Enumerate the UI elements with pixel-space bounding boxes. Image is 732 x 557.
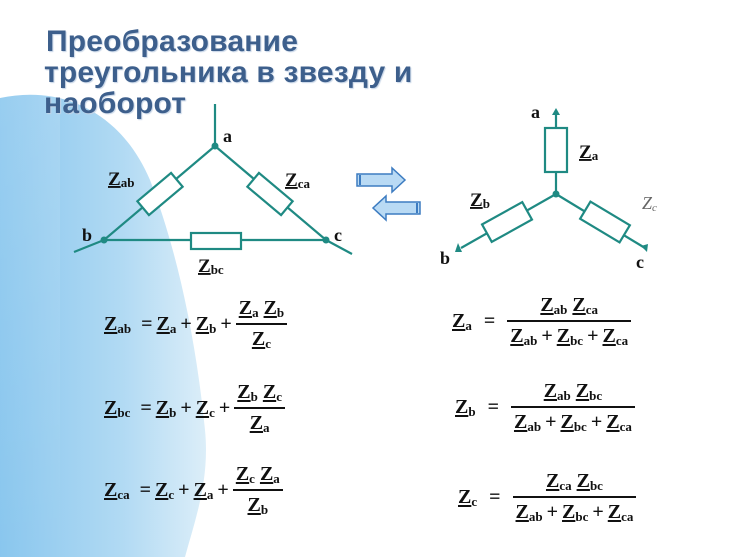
fraction: Zc Za Zb: [232, 463, 283, 518]
term: Zb: [155, 396, 177, 420]
page-title: Преобразование треугольника в звезду и н…: [44, 26, 413, 119]
term: Zc: [195, 396, 215, 420]
formula-lhs: Za: [452, 309, 472, 333]
star-circuit: [460, 113, 646, 249]
term: Za: [193, 478, 214, 502]
equals-sign: =: [483, 310, 496, 332]
formula-zb: Zb = Zab Zbc Zab+Zbc+Zca: [455, 380, 635, 435]
resistor-zab: [135, 171, 185, 217]
title-line-2: треугольника в звезду и: [44, 56, 413, 89]
equals-sign: =: [139, 479, 152, 501]
plus-sign: +: [217, 479, 229, 501]
delta-label-zca: Zca: [285, 170, 310, 191]
title-line-1: Преобразование: [46, 25, 299, 58]
star-c-terminal: [641, 244, 648, 252]
wire-b-out: [73, 238, 105, 254]
plus-sign: +: [180, 397, 192, 419]
formula-zc: Zc = Zca Zbc Zab+Zbc+Zca: [458, 470, 637, 525]
resistor-za: [543, 126, 569, 174]
delta-circuit: [73, 104, 353, 255]
title-line-3: наоборот: [44, 87, 187, 120]
formula-lhs: Zb: [455, 395, 476, 419]
delta-label-zab: Zab: [108, 169, 134, 190]
equals-sign: =: [141, 313, 153, 335]
delta-node-b: b: [82, 225, 92, 245]
equals-sign: =: [489, 486, 501, 508]
plus-sign: +: [178, 479, 190, 501]
resistor-zca: [245, 171, 295, 217]
plus-sign: +: [218, 397, 231, 419]
star-b-terminal: [455, 243, 462, 252]
star-label-zb: Zb: [470, 190, 490, 211]
fraction: Zb Zc Za: [234, 381, 285, 436]
formula-lhs: Zbc: [104, 396, 131, 420]
delta-node-a: a: [223, 126, 232, 146]
formula-lhs: Zab: [104, 312, 132, 336]
delta-label-zbc: Zbc: [198, 256, 224, 277]
equals-sign: =: [487, 396, 499, 418]
star-node-a: a: [531, 102, 540, 122]
formula-zab: Zab = Za + Zb + Za Zb Zc: [104, 297, 288, 352]
plus-sign: +: [220, 313, 232, 335]
wire-c-out: [325, 239, 353, 255]
delta-node-c: c: [334, 225, 342, 245]
term: Zb: [195, 312, 217, 336]
star-a-terminal: [552, 108, 560, 115]
fraction: Zab Zbc Zab+Zbc+Zca: [510, 380, 635, 435]
fraction: Zca Zbc Zab+Zbc+Zca: [512, 470, 637, 525]
formula-lhs: Zc: [458, 485, 478, 509]
formula-za: Za = Zab Zca Zab+Zbc+Zca: [452, 294, 632, 349]
resistor-zc: [578, 200, 632, 244]
formula-zbc: Zbc = Zb + Zc + Zb Zc Za: [104, 381, 285, 436]
resistor-zb: [480, 200, 534, 244]
formula-zca: Zca = Zc + Za + Zc Za Zb: [104, 463, 283, 518]
plus-sign: +: [180, 313, 192, 335]
node-b-dot: [100, 236, 108, 244]
equals-sign: =: [140, 397, 152, 419]
star-label-za: Za: [579, 142, 599, 163]
arrow-right-icon: [356, 166, 407, 194]
node-a-dot: [211, 142, 219, 150]
resistor-zbc: [189, 231, 243, 251]
formula-lhs: Zca: [104, 478, 130, 502]
star-label-zc: Zc: [642, 193, 657, 214]
term: Za: [156, 312, 177, 336]
fraction: Zab Zca Zab+Zbc+Zca: [507, 294, 632, 349]
arrow-left-icon: [371, 194, 421, 222]
star-node-b: b: [440, 248, 450, 268]
star-center-dot: [552, 190, 560, 198]
star-node-c: c: [636, 252, 644, 272]
fraction: Za Zb Zc: [235, 297, 288, 352]
node-c-dot: [322, 236, 330, 244]
term: Zc: [155, 478, 175, 502]
